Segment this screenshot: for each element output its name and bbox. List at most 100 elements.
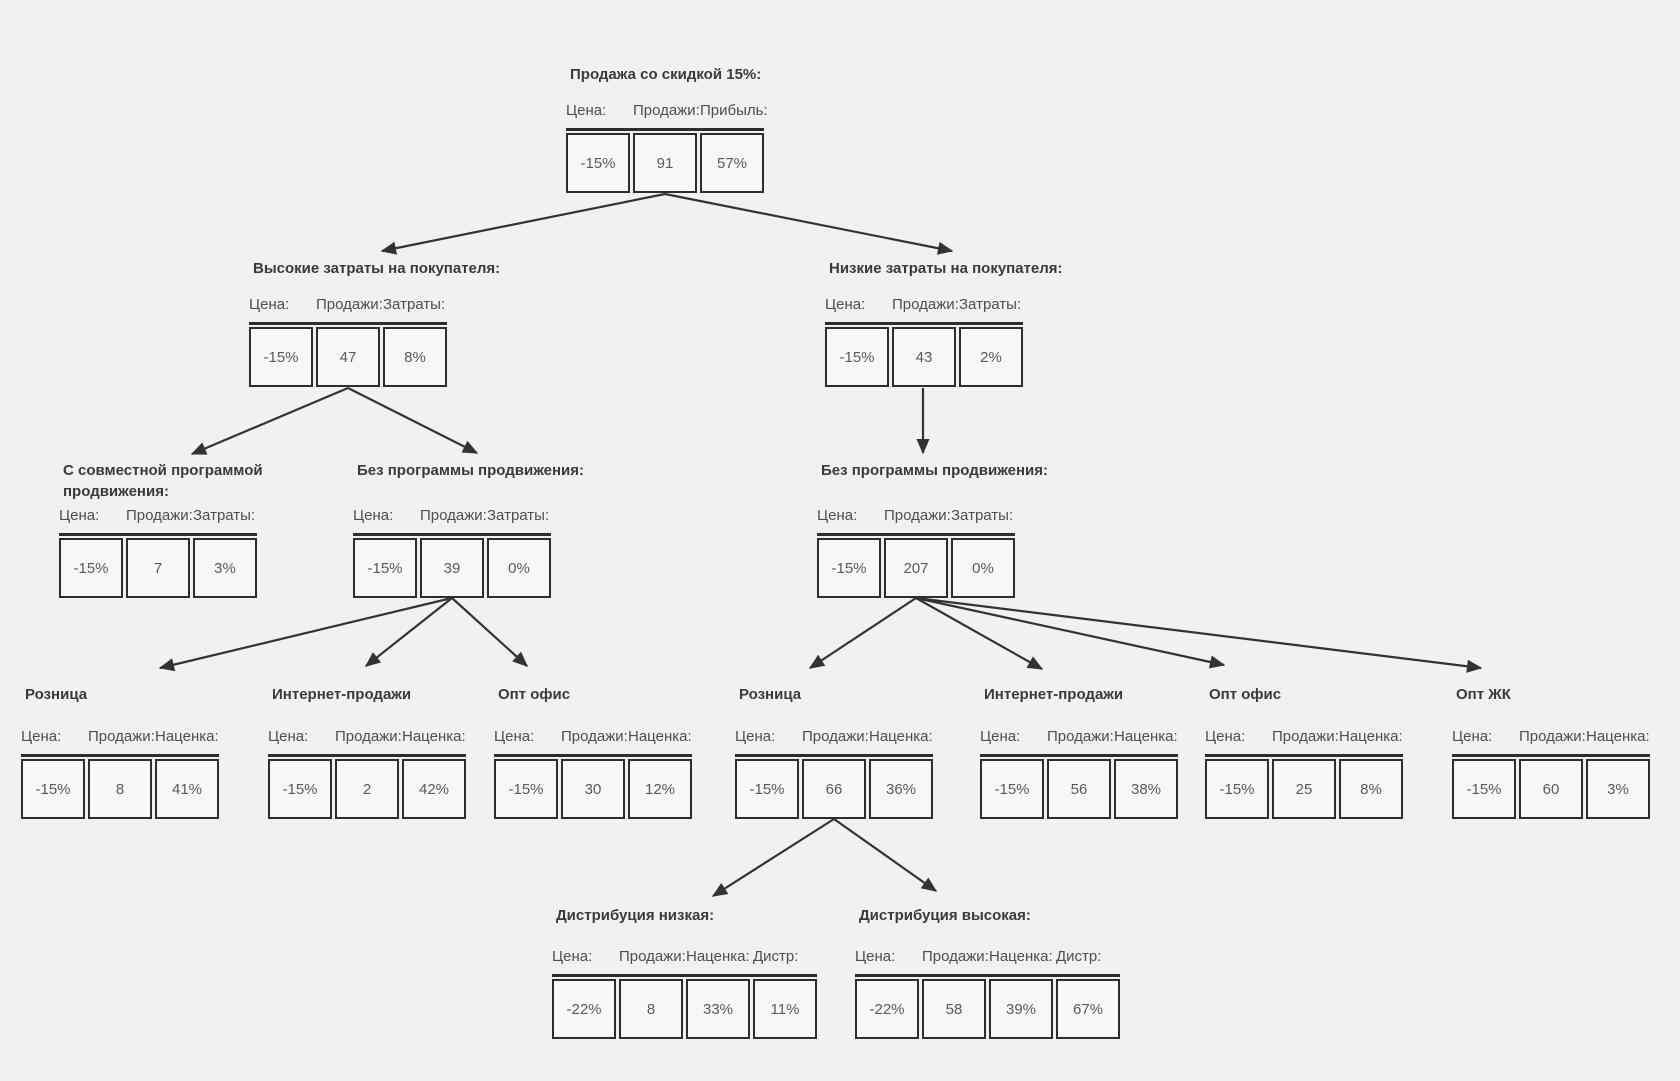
value-cell: 33% — [686, 979, 750, 1039]
field-label: Цена: — [1205, 728, 1246, 745]
field-label: Наценка: — [1586, 728, 1650, 745]
edge-high-costs-to-no-program-left — [347, 387, 479, 454]
node-title: Опт офис — [1209, 686, 1282, 703]
field-label: Продажи: — [802, 728, 869, 745]
node-title: Дистрибуция высокая: — [859, 907, 1031, 924]
edge-no-program-left-to-internet-left — [364, 597, 453, 667]
value-cell: 11% — [753, 979, 817, 1039]
field-label: Затраты: — [487, 507, 550, 524]
field-label: Продажи: — [633, 102, 700, 119]
field-label: Цена: — [825, 296, 866, 313]
field-labels-row: Цена:Продажи:Затраты: — [353, 507, 551, 533]
field-labels-row: Цена:Продажи:Наценка: — [980, 728, 1178, 754]
value-cell: -15% — [353, 538, 417, 598]
field-label: Продажи: — [892, 296, 959, 313]
node-title: Дистрибуция низкая: — [556, 907, 715, 924]
edge-no-program-left-to-opt-office-left — [451, 597, 528, 667]
value-cell: 56 — [1047, 759, 1111, 819]
node-title: Без программы продвижения: — [357, 462, 585, 479]
field-label: Продажи: — [88, 728, 155, 745]
value-cell: -15% — [249, 327, 313, 387]
field-label: Продажи: — [619, 948, 686, 965]
value-cell: 42% — [402, 759, 466, 819]
node-title: Интернет-продажи — [272, 686, 412, 703]
field-label: Наценка: — [686, 948, 750, 965]
field-label: Цена: — [552, 948, 593, 965]
field-label: Продажи: — [922, 948, 989, 965]
field-labels-row: Цена:Продажи:Наценка: — [1205, 728, 1403, 754]
field-label: Цена: — [980, 728, 1021, 745]
field-label: Затраты: — [193, 507, 256, 524]
edge-retail-right-to-dist-high — [833, 818, 938, 892]
field-label: Продажи: — [884, 507, 951, 524]
value-cell: -15% — [566, 133, 630, 193]
value-cell: 0% — [487, 538, 551, 598]
value-cell: 12% — [628, 759, 692, 819]
value-cell: 2 — [335, 759, 399, 819]
field-label: Продажи: — [1272, 728, 1339, 745]
field-label: Наценка: — [989, 948, 1053, 965]
value-cell: -15% — [59, 538, 123, 598]
field-labels-row: Цена: Продажи:Наценка:Дистр: — [552, 948, 817, 974]
field-label: Продажи: — [335, 728, 402, 745]
value-cell: 38% — [1114, 759, 1178, 819]
node-title: Низкие затраты на покупателя: — [829, 260, 1063, 277]
value-cell: 3% — [193, 538, 257, 598]
value-cell: 91 — [633, 133, 697, 193]
value-cell: 207 — [884, 538, 948, 598]
value-cell: -15% — [21, 759, 85, 819]
field-label: Цена: — [855, 948, 896, 965]
field-label: Дистр: — [753, 948, 799, 965]
field-label: Продажи: — [1519, 728, 1586, 745]
value-cell: 41% — [155, 759, 219, 819]
field-label: Цена: — [494, 728, 535, 745]
edge-no-program-right-to-retail-right — [808, 597, 917, 669]
value-cell: 8% — [383, 327, 447, 387]
value-cell: 60 — [1519, 759, 1583, 819]
value-cell: 39 — [420, 538, 484, 598]
value-cell: 2% — [959, 327, 1023, 387]
field-labels-row: Цена: Продажи:Наценка: — [1452, 728, 1650, 754]
field-label: Продажи: — [420, 507, 487, 524]
field-label: Прибыль: — [700, 102, 768, 119]
value-cell: 30 — [561, 759, 625, 819]
field-label: Продажи: — [1047, 728, 1114, 745]
value-cell: 47 — [316, 327, 380, 387]
value-cell: 0% — [951, 538, 1015, 598]
value-cell: -15% — [1205, 759, 1269, 819]
node-title: Розница — [739, 686, 802, 703]
field-label: Затраты: — [959, 296, 1022, 313]
value-cell: 67% — [1056, 979, 1120, 1039]
field-label: Продажи: — [316, 296, 383, 313]
node-title: Розница — [25, 686, 88, 703]
value-cell: 7 — [126, 538, 190, 598]
field-label: Цена: — [249, 296, 290, 313]
field-label: Цена: — [735, 728, 776, 745]
field-label: Наценка: — [402, 728, 466, 745]
field-label: Цена: — [1452, 728, 1493, 745]
field-labels-row: Цена:Продажи:Прибыль: — [566, 102, 768, 128]
edge-no-program-left-to-retail-left — [158, 596, 453, 672]
field-labels-row: Цена:Продажи:Затраты: — [59, 507, 257, 533]
value-cell: 25 — [1272, 759, 1336, 819]
field-labels-row: Цена:Продажи:Наценка: — [494, 728, 692, 754]
